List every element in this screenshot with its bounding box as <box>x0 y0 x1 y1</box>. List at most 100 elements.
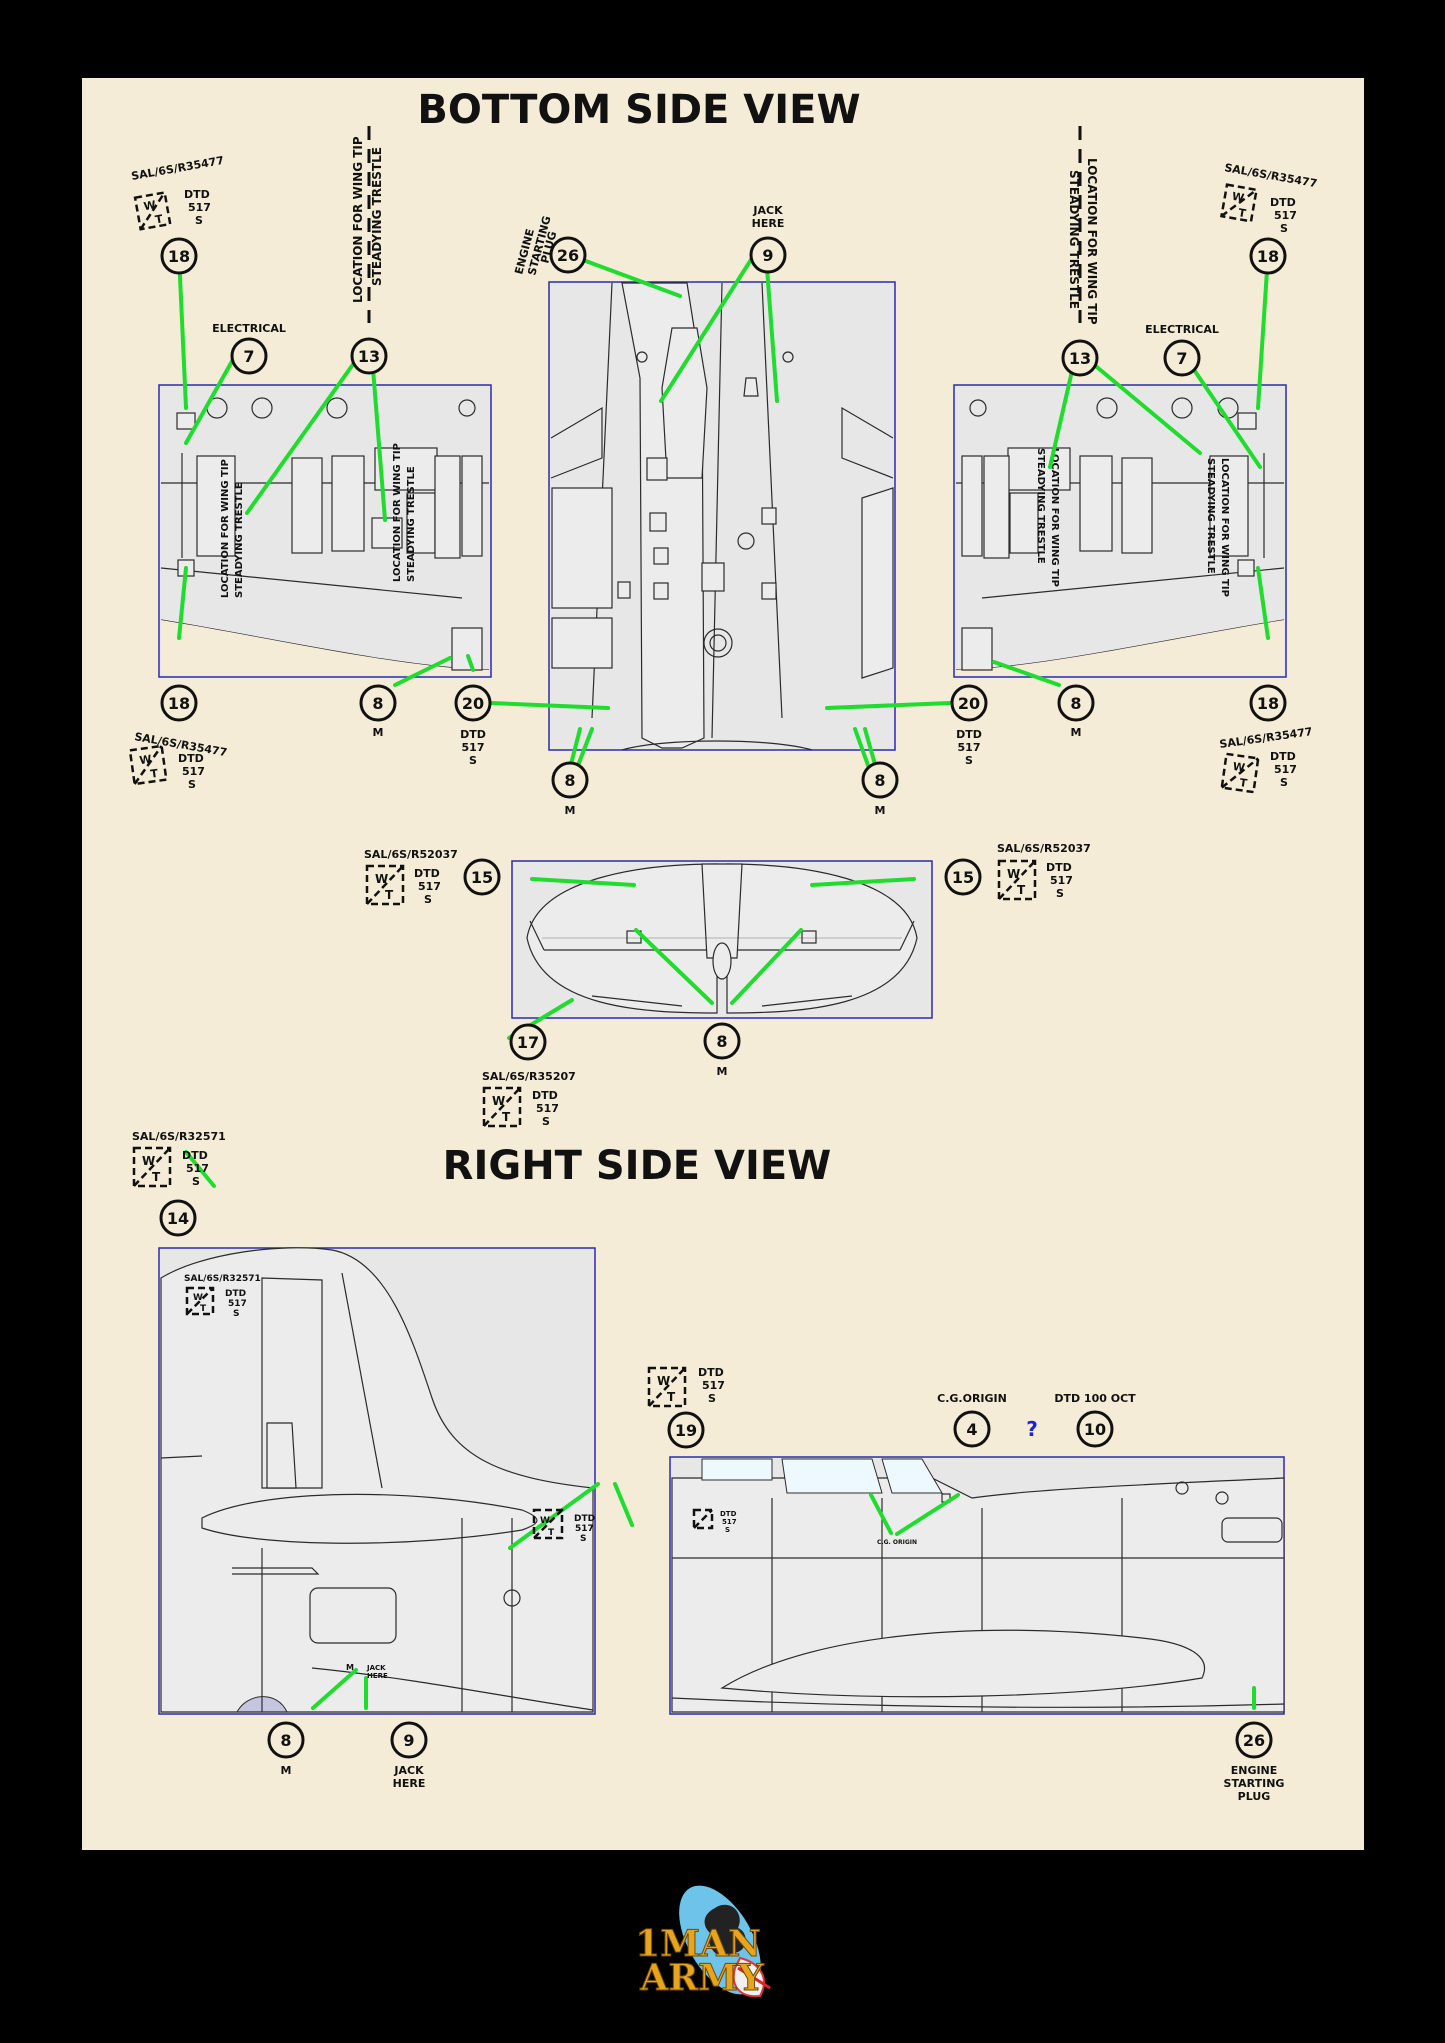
svg-text:20: 20 <box>462 694 484 713</box>
svg-text:S: S <box>195 214 203 227</box>
callout-13-left: 13 <box>350 337 388 375</box>
svg-text:DTD: DTD <box>574 1514 595 1524</box>
svg-text:T: T <box>1239 776 1249 790</box>
callout-8-side: 8 <box>267 1721 305 1759</box>
svg-text:S: S <box>192 1175 200 1188</box>
svg-text:4: 4 <box>966 1420 977 1439</box>
callout-20-right: 20 <box>950 684 988 722</box>
svg-text:W: W <box>657 1374 670 1388</box>
svg-text:517: 517 <box>188 201 211 214</box>
svg-text:17: 17 <box>517 1033 539 1052</box>
svg-text:26: 26 <box>557 246 579 265</box>
svg-text:18: 18 <box>168 247 190 266</box>
svg-text:26: 26 <box>1243 1731 1265 1750</box>
svg-text:STARTING: STARTING <box>1224 1777 1285 1790</box>
svg-text:517: 517 <box>958 741 981 754</box>
svg-text:W: W <box>492 1094 505 1108</box>
svg-text:ENGINE: ENGINE <box>1231 1764 1278 1777</box>
svg-text:20: 20 <box>958 694 980 713</box>
stencil-wt-tailplane-left: SAL/6S/R52037 WT DTD 517 S <box>364 848 458 906</box>
svg-text:SAL/6S/R35477: SAL/6S/R35477 <box>130 154 225 183</box>
svg-text:15: 15 <box>471 868 493 887</box>
svg-text:W: W <box>142 1154 155 1168</box>
m-label-8-tail: M <box>717 1065 728 1078</box>
svg-text:S: S <box>424 893 432 906</box>
svg-text:7: 7 <box>243 347 254 366</box>
svg-text:T: T <box>667 1390 676 1404</box>
callout-7-right: 7 <box>1163 339 1201 377</box>
logo-text-1: 1MAN <box>635 1923 761 1965</box>
stencil-wt-top-left: SAL/6S/R35477 WT DTD 517 S <box>130 154 225 231</box>
svg-text:W: W <box>1231 190 1245 205</box>
svg-text:517: 517 <box>575 1524 594 1534</box>
svg-text:DTD: DTD <box>532 1089 558 1102</box>
stencil-wt-17: SAL/6S/R35207 WT DTD 517 S <box>482 1070 576 1128</box>
callout-26-side: 26 <box>1235 1721 1273 1759</box>
callout-17: 17 <box>509 1023 547 1061</box>
right-wing-drawing: LOCATION FOR WING TIP STEADYING TRESTLE … <box>953 384 1287 678</box>
svg-text:15: 15 <box>952 868 974 887</box>
callout-8-fuselage-left: 8 <box>551 761 589 799</box>
svg-text:T: T <box>154 212 164 226</box>
svg-text:S: S <box>725 1526 730 1534</box>
callout-8-tail: 8 <box>703 1022 741 1060</box>
svg-text:DTD: DTD <box>1046 861 1072 874</box>
question-mark: ? <box>1026 1417 1038 1441</box>
svg-text:DTD: DTD <box>184 188 210 201</box>
stencil-wt-top-right: SAL/6S/R35477 WT DTD 517 S <box>1220 161 1318 235</box>
stencil-wt-19: WT DTD 517 S <box>647 1366 725 1408</box>
svg-text:517: 517 <box>228 1299 247 1309</box>
svg-text:JACK: JACK <box>752 204 783 217</box>
svg-text:T: T <box>548 1528 555 1538</box>
callout-15-right: 15 <box>944 858 982 896</box>
svg-text:517: 517 <box>722 1518 737 1526</box>
leader-lines <box>177 253 1270 1710</box>
right-trestle-label-2: STEADYING TRESTLE <box>1067 170 1081 309</box>
svg-text:HERE: HERE <box>752 217 785 230</box>
engine-plug-label-top: ENGINE STARTING PLUG <box>512 215 559 277</box>
svg-text:DTD: DTD <box>182 1149 208 1162</box>
svg-text:W: W <box>143 198 157 213</box>
right-trestle-label-1: LOCATION FOR WING TIP <box>1085 158 1099 325</box>
svg-text:8: 8 <box>564 771 575 790</box>
callout-10: 10 <box>1076 1410 1114 1448</box>
callout-18-bottom-right: 18 <box>1249 684 1287 722</box>
decal-placement-sheet: BOTTOM SIDE VIEW RIGHT SIDE VIEW LOCATIO… <box>82 78 1364 1850</box>
electrical-label-right: ELECTRICAL <box>1145 323 1219 336</box>
logo: 1MAN ARMY <box>620 1868 820 2018</box>
tailplane-drawing <box>511 860 933 1019</box>
callout-18-top-right: 18 <box>1249 237 1287 275</box>
svg-text:S: S <box>708 1392 716 1405</box>
svg-text:DTD: DTD <box>956 728 982 741</box>
svg-text:T: T <box>1017 883 1026 897</box>
callout-8-fuselage-right: 8 <box>861 761 899 799</box>
dtd-label-20-left: DTD 517 S <box>460 728 486 767</box>
logo-text-2: ARMY <box>639 1957 765 1999</box>
m-label-8-side: M <box>281 1764 292 1777</box>
svg-text:DTD: DTD <box>414 867 440 880</box>
svg-text:S: S <box>542 1115 550 1128</box>
stencil-wt-bottom-left: SAL/6S/R35477 WT DTD 517 S <box>128 730 228 791</box>
logo-silhouette-icon <box>704 1904 746 1957</box>
dtd-label-20-right: DTD 517 S <box>956 728 982 767</box>
svg-text:517: 517 <box>702 1379 725 1392</box>
svg-text:517: 517 <box>418 880 441 893</box>
svg-text:SAL/6S/R32571: SAL/6S/R32571 <box>132 1130 226 1143</box>
svg-text:517: 517 <box>186 1162 209 1175</box>
svg-text:W: W <box>1232 760 1246 775</box>
left-trestle-label-2: STEADYING TRESTLE <box>370 147 384 286</box>
callout-19: 19 <box>667 1411 705 1449</box>
svg-text:SAL/6S/R35207: SAL/6S/R35207 <box>482 1070 576 1083</box>
callout-15-left: 15 <box>463 858 501 896</box>
left-wing-trestle-text: LOCATION FOR WING TIP <box>220 459 231 598</box>
m-mark-tail: M <box>346 1663 354 1672</box>
jack-here-label-top: JACK HERE <box>752 204 785 230</box>
callout-18-bottom-left: 18 <box>160 684 198 722</box>
callout-8-left: 8 <box>359 684 397 722</box>
m-label-8-fuselage-right: M <box>875 804 886 817</box>
callout-14: 14 <box>159 1199 197 1237</box>
svg-text:JACK: JACK <box>393 1764 424 1777</box>
svg-text:DTD: DTD <box>1270 750 1296 763</box>
m-label-8-left: M <box>373 726 384 739</box>
svg-text:DTD: DTD <box>460 728 486 741</box>
